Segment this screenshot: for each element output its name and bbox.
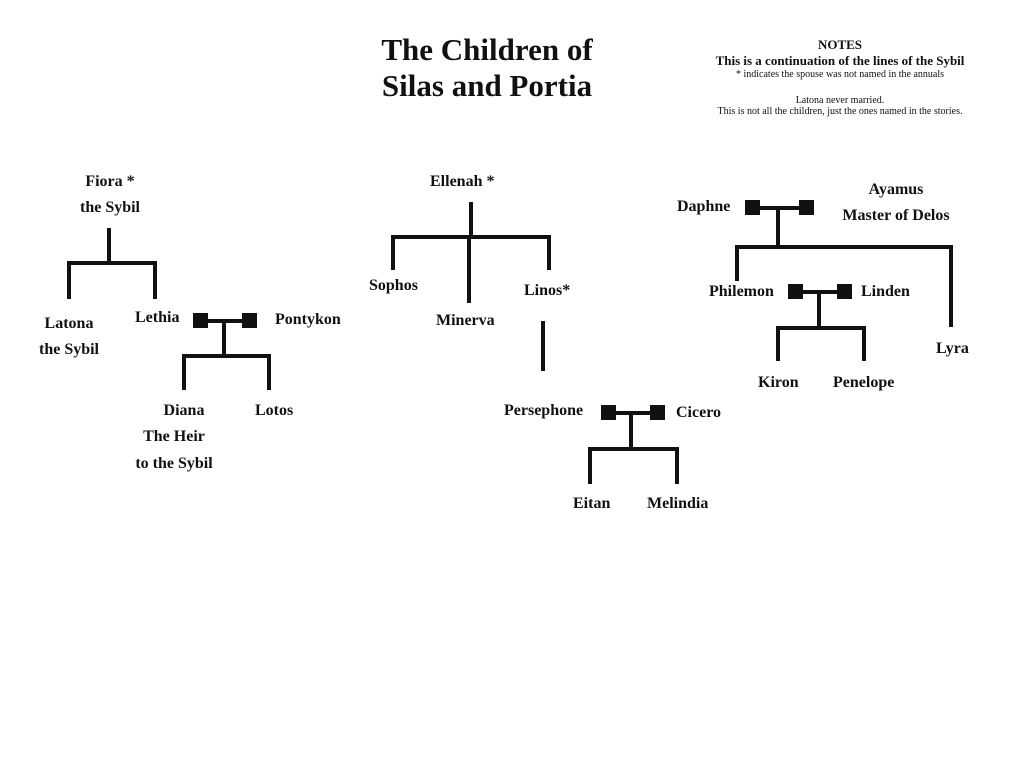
title-line-1: The Children of — [381, 32, 593, 67]
pontykon-marriage-node — [242, 313, 257, 328]
person-lyra: Lyra — [936, 340, 969, 357]
person-diana-title-1: The Heir — [143, 428, 205, 446]
title-line-2: Silas and Portia — [381, 67, 593, 103]
person-ayamus-name: Ayamus — [868, 181, 924, 198]
page-title: The Children of Silas and Portia — [340, 32, 634, 103]
person-ayamus-title: Master of Delos — [842, 207, 950, 225]
person-cicero: Cicero — [676, 404, 722, 421]
person-pontykon: Pontykon — [275, 311, 341, 328]
notes-panel: NOTES This is a continuation of the line… — [670, 37, 1010, 117]
lethia-marriage-node — [193, 313, 208, 328]
person-fiora-name: Fiora * — [85, 173, 135, 190]
person-diana-name: Diana — [163, 402, 205, 419]
person-latona: Latona the Sybil — [19, 315, 119, 360]
person-melindia: Melindia — [647, 495, 709, 512]
persephone-marriage-node — [601, 405, 616, 420]
person-eitan: Eitan — [573, 495, 611, 512]
person-lotos: Lotos — [255, 402, 294, 419]
person-sophos: Sophos — [369, 277, 418, 294]
notes-line-4: This is not all the children, just the o… — [717, 106, 963, 117]
philemon-marriage-node — [788, 284, 803, 299]
notes-heading: NOTES — [817, 37, 863, 52]
notes-line-3: Latona never married. — [795, 95, 885, 106]
person-diana: Diana The Heir to the Sybil — [124, 402, 244, 473]
person-lethia: Lethia — [135, 309, 180, 326]
daphne-marriage-node — [745, 200, 760, 215]
person-linos: Linos* — [524, 282, 571, 299]
person-fiora-title: the Sybil — [79, 199, 140, 217]
person-latona-title: the Sybil — [38, 341, 99, 359]
person-kiron: Kiron — [758, 374, 799, 391]
person-diana-title-2: to the Sybil — [135, 454, 213, 472]
person-daphne: Daphne — [677, 198, 731, 215]
linden-marriage-node — [837, 284, 852, 299]
person-ayamus: Ayamus Master of Delos — [826, 181, 966, 226]
person-ellenah: Ellenah * — [430, 173, 495, 190]
cicero-marriage-node — [650, 405, 665, 420]
notes-line-1: This is a continuation of the lines of t… — [715, 53, 965, 68]
notes-line-2: * indicates the spouse was not named in … — [735, 69, 944, 80]
person-fiora: Fiora * the Sybil — [50, 173, 170, 218]
person-philemon: Philemon — [709, 283, 774, 300]
person-linden: Linden — [861, 283, 910, 300]
person-minerva: Minerva — [436, 312, 495, 329]
person-persephone: Persephone — [504, 402, 584, 419]
person-latona-name: Latona — [44, 315, 94, 332]
person-penelope: Penelope — [833, 374, 895, 391]
ayamus-marriage-node — [799, 200, 814, 215]
